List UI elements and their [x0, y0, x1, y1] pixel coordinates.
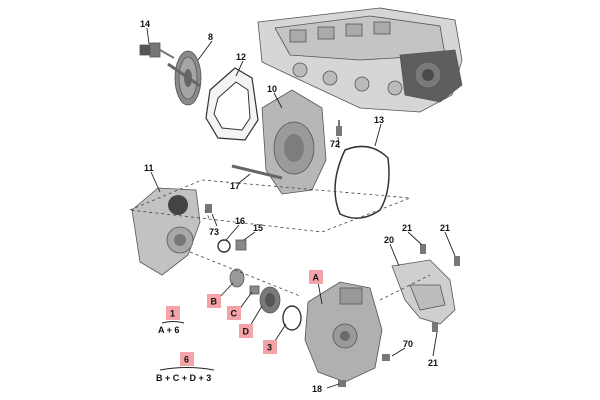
highlight-label-d: D — [243, 327, 250, 337]
legend-item-1-box-label: 1 — [170, 309, 175, 319]
part-14-sensor — [139, 42, 175, 59]
highlight-box-a: A — [309, 270, 323, 284]
highlight-label-a: A — [313, 273, 320, 283]
engine-block — [257, 7, 463, 113]
callout-8: 8 — [208, 32, 213, 42]
legend-item-1-formula: A + 6 — [158, 325, 179, 335]
highlight-box-c: C — [227, 306, 241, 320]
callout-11: 11 — [144, 163, 154, 173]
part-70-bolt — [382, 354, 390, 361]
callout-14: 14 — [140, 19, 150, 29]
callout-21-bottom: 21 — [428, 358, 438, 368]
callout-12: 12 — [236, 52, 246, 62]
callout-21-right: 21 — [440, 223, 450, 233]
highlight-box-3: 3 — [263, 340, 277, 354]
highlight-box-b: B — [207, 294, 221, 308]
highlight-label-b: B — [211, 297, 218, 307]
highlight-label-c: C — [231, 309, 238, 319]
part-21-bolts — [420, 244, 460, 332]
part-72-bolt — [336, 120, 342, 136]
callout-labels: 14 8 12 10 72 13 11 17 73 16 15 21 21 20… — [140, 19, 450, 394]
callout-10: 10 — [267, 84, 277, 94]
part-b-c-d-group — [229, 268, 281, 314]
part-11-pump-body — [131, 187, 201, 276]
callout-21-left: 21 — [402, 223, 412, 233]
part-13-seal — [334, 145, 390, 219]
callout-73: 73 — [209, 227, 219, 237]
callout-16: 16 — [235, 216, 245, 226]
callout-15: 15 — [253, 223, 263, 233]
part-17-stud — [231, 164, 283, 180]
part-18-bolt — [338, 380, 346, 387]
highlight-callouts: A B C D 3 — [207, 270, 323, 354]
part-12-gasket — [205, 67, 259, 141]
legend-item-6-formula: B + C + D + 3 — [156, 373, 211, 383]
callout-70: 70 — [403, 339, 413, 349]
part-16-washer — [217, 239, 231, 253]
callout-72: 72 — [330, 139, 340, 149]
part-73-bolt — [205, 204, 212, 213]
part-20-bracket — [391, 259, 456, 325]
part-a-pump — [304, 281, 383, 383]
legend-item-1: 1 A + 6 — [158, 306, 185, 335]
legend-item-6-box-label: 6 — [184, 355, 189, 365]
assembly-dashed-lines — [128, 179, 431, 301]
callout-18: 18 — [312, 384, 322, 394]
part-10-housing — [261, 89, 327, 195]
callout-13: 13 — [374, 115, 384, 125]
highlight-label-3: 3 — [267, 343, 272, 353]
callout-20: 20 — [384, 235, 394, 245]
part-3-oring — [282, 305, 302, 331]
highlight-box-d: D — [239, 324, 253, 338]
part-8-gear — [167, 50, 202, 106]
callout-17: 17 — [230, 181, 240, 191]
legend-item-6: 6 B + C + D + 3 — [156, 352, 215, 383]
part-15-fitting — [235, 239, 247, 251]
